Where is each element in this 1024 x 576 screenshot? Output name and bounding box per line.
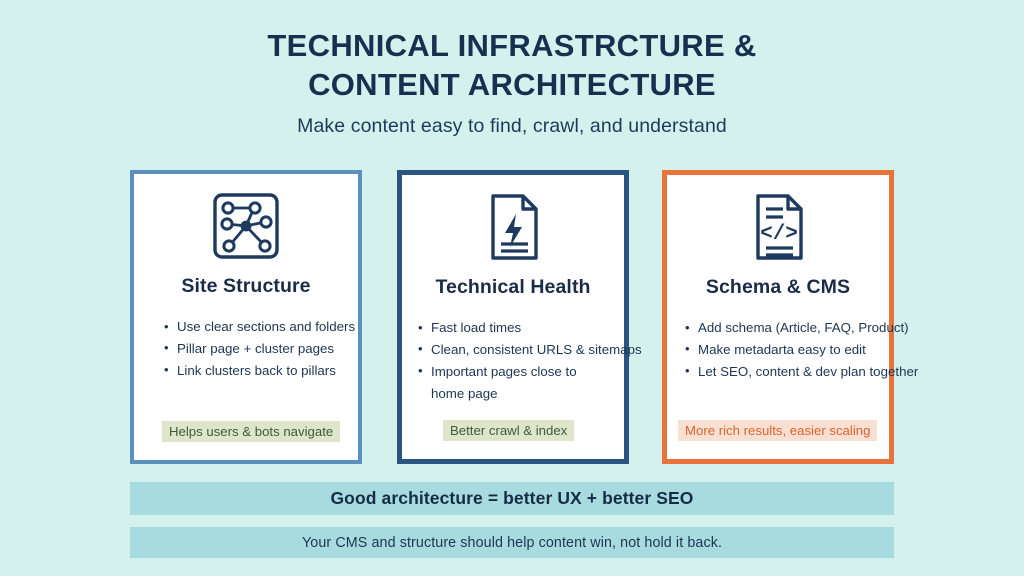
card-site-structure[interactable]: Site Structure Use clear sections and fo…	[130, 170, 362, 464]
list-item: Pillar page + cluster pages	[164, 337, 355, 360]
page-subtitle: Make content easy to find, crawl, and un…	[297, 115, 727, 138]
list-item: Important pages close to home page	[418, 360, 596, 405]
document-code-icon: </>	[667, 191, 889, 265]
card-technical-health[interactable]: Technical Health Fast load times Clean, …	[397, 170, 642, 464]
list-item: Add schema (Article, FAQ, Product)	[685, 317, 918, 339]
title-line-2: CONTENT ARCHITECTURE	[308, 67, 716, 103]
card-title: Site Structure	[181, 275, 311, 297]
network-nodes-icon	[134, 190, 358, 264]
title-line-1: TECHNICAL INFRASTRCTURE &	[267, 28, 757, 63]
page-title: TECHNICAL INFRASTRCTURE & CONTENT ARCHIT…	[0, 26, 1024, 104]
card-bullet-list: Fast load times Clean, consistent URLS &…	[418, 317, 642, 405]
status-badge: Better crawl & index	[443, 420, 575, 441]
list-item: Let SEO, content & dev plan together	[685, 360, 918, 383]
banner-secondary: Your CMS and structure should help conte…	[130, 527, 894, 558]
list-item: Make metadarta easy to edit	[685, 338, 918, 361]
list-item: Link clusters back to pillars	[164, 359, 355, 382]
banner-primary: Good architecture = better UX + better S…	[130, 482, 894, 515]
card-bullet-list: Use clear sections and folders Pillar pa…	[164, 316, 355, 382]
card-title: Schema & CMS	[705, 276, 851, 298]
list-item: Fast load times	[418, 317, 642, 339]
banner-secondary-text: Your CMS and structure should help conte…	[301, 534, 723, 551]
list-item: Clean, consistent URLS & sitemaps	[418, 338, 642, 361]
slide-header: TECHNICAL INFRASTRCTURE & CONTENT ARCHIT…	[0, 26, 1024, 138]
svg-text:</>: </>	[760, 223, 798, 246]
card-schema-cms[interactable]: </> Schema & CMS Add schema (Article, FA…	[662, 170, 918, 464]
card-bullet-list: Add schema (Article, FAQ, Product) Make …	[685, 317, 918, 383]
status-badge: More rich results, easier scaling	[678, 420, 878, 441]
status-badge: Helps users & bots navigate	[162, 421, 341, 442]
document-lightning-icon	[402, 191, 624, 265]
card-title: Technical Health	[435, 276, 591, 298]
cards-row: Site Structure Use clear sections and fo…	[0, 170, 1024, 464]
list-item: Use clear sections and folders	[164, 316, 355, 338]
banner-primary-text: Good architecture = better UX + better S…	[330, 488, 694, 508]
